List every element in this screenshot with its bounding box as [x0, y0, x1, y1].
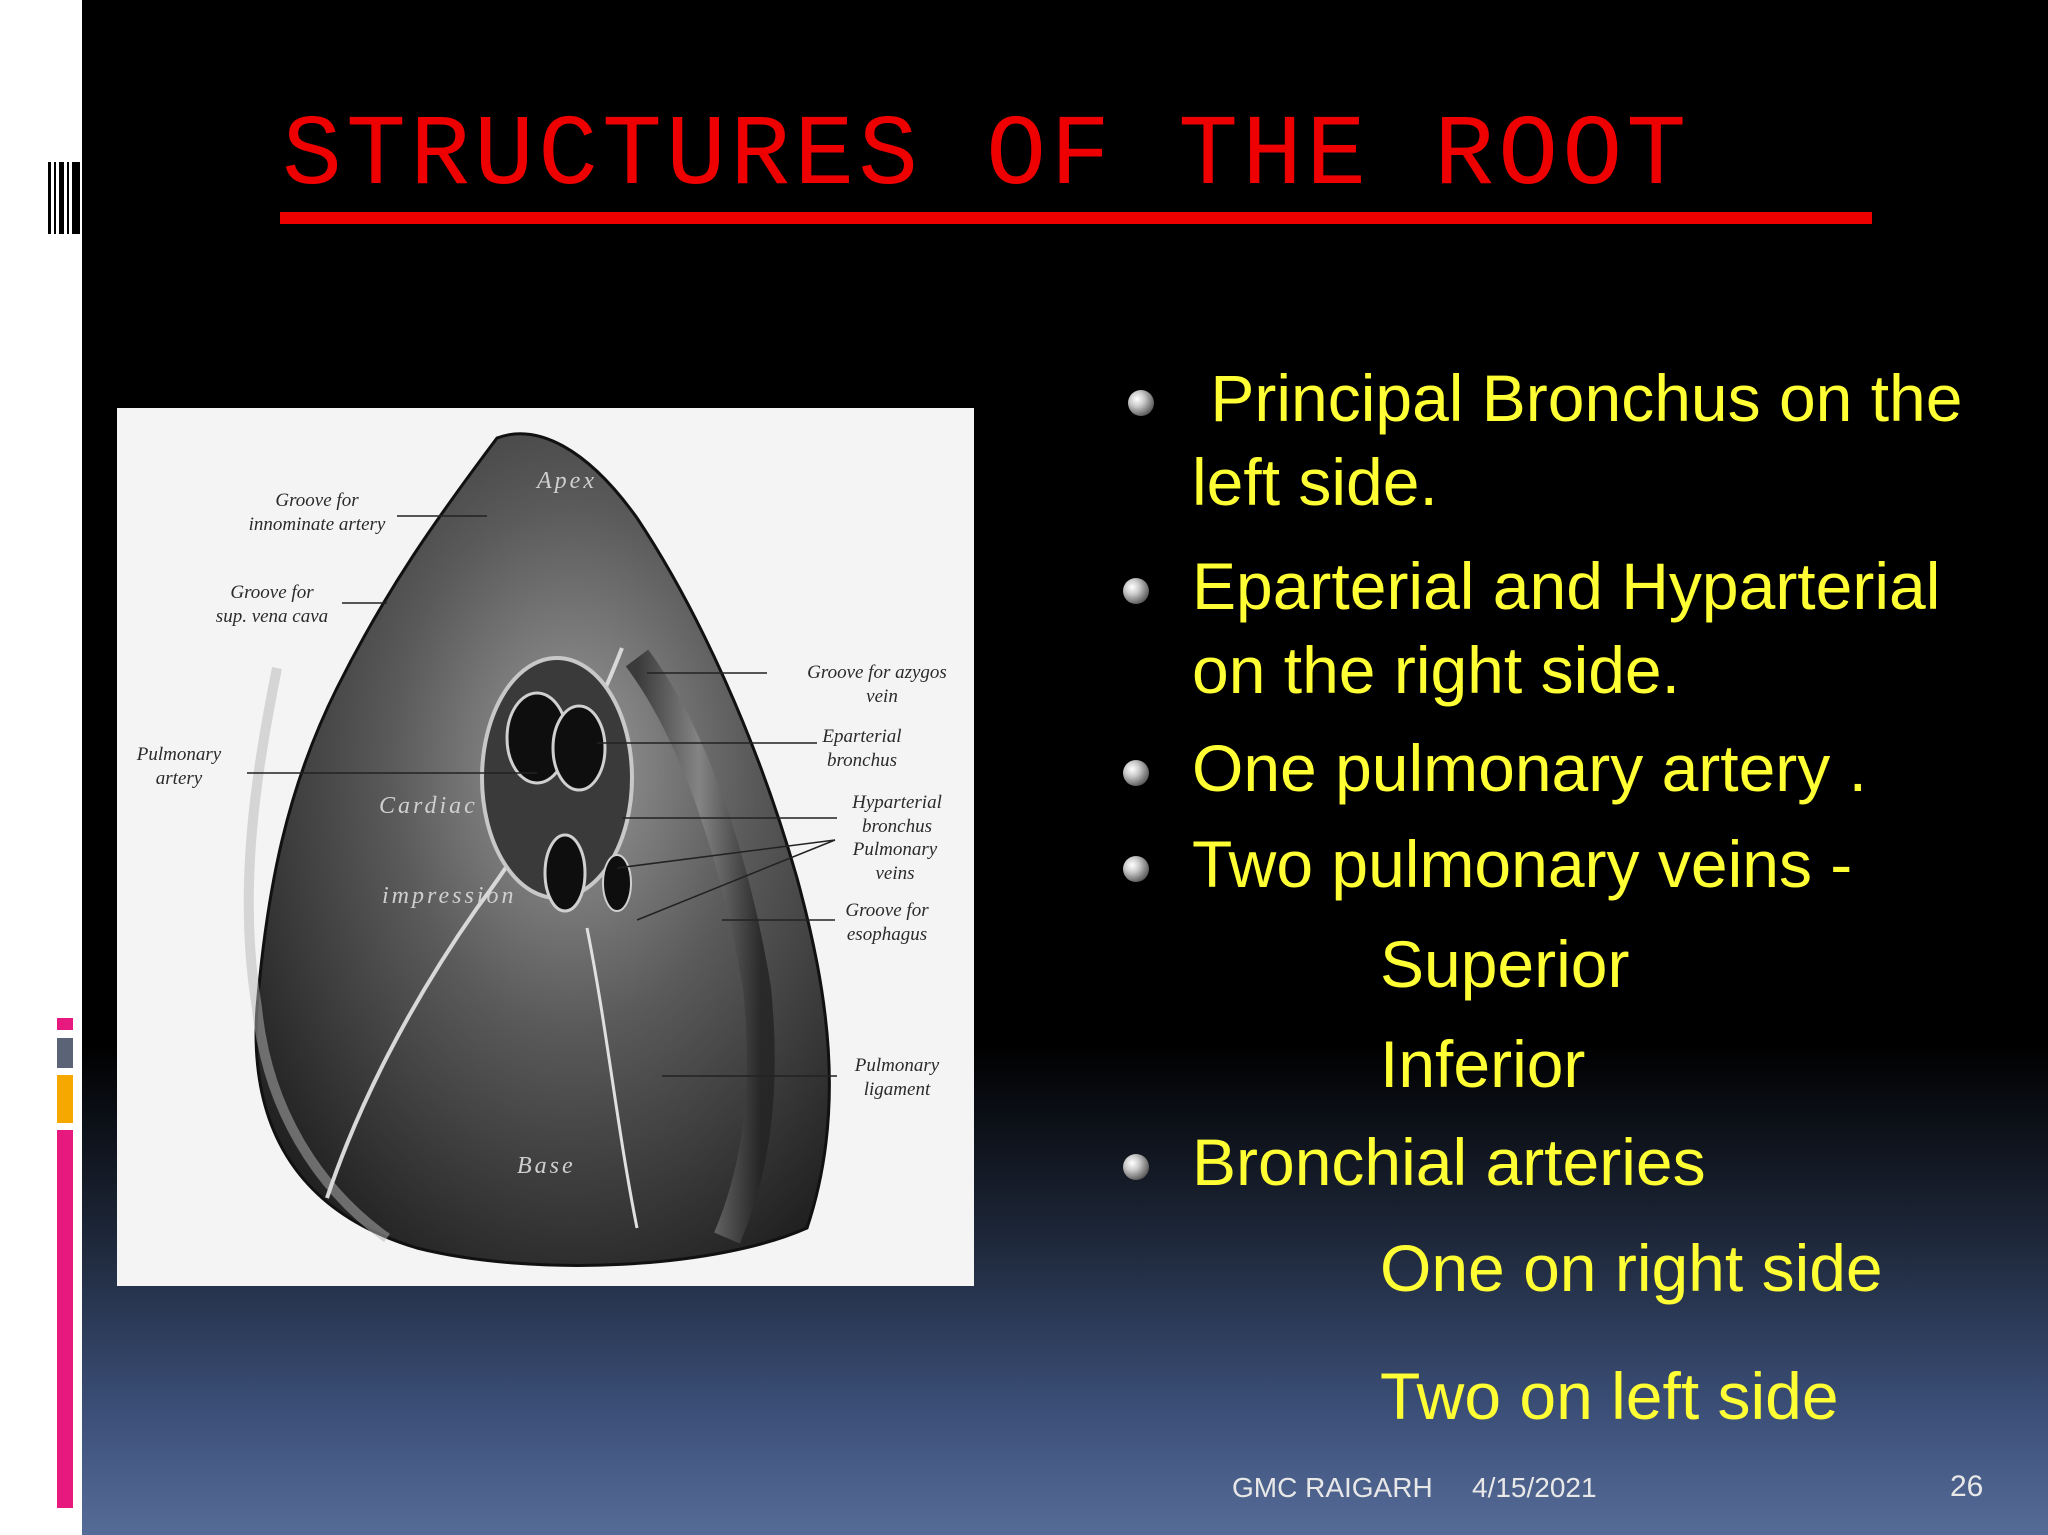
accent-bar-pink: [57, 1130, 73, 1508]
footer-org: GMC RAIGARH: [1232, 1472, 1433, 1503]
label-groove-esophagus-1: Groove for: [845, 900, 929, 921]
accent-bar-pink-small: [57, 1018, 73, 1030]
footer-date: 4/15/2021: [1472, 1472, 1597, 1503]
label-pulm-ligament-2: ligament: [864, 1079, 931, 1100]
label-hyparterial-2: bronchus: [862, 816, 932, 837]
bullet-2-line-1: Eparterial and Hyparterial: [1192, 549, 1941, 623]
accent-bar-gray: [57, 1038, 73, 1068]
label-eparterial-2: bronchus: [827, 750, 897, 771]
label-pulm-veins-2: veins: [875, 863, 914, 884]
label-groove-esophagus-2: esophagus: [847, 924, 927, 945]
bullet-5: Bronchial arteries: [1192, 1125, 1706, 1199]
label-groove-innominate-1: Groove for: [275, 490, 359, 511]
bullet-icon: [1128, 390, 1154, 416]
bullet-1-line-2: left side.: [1192, 445, 1438, 519]
bullet-icon: [1123, 1154, 1149, 1180]
slide-title: STRUCTURES OF THE ROOT: [282, 101, 1691, 214]
bullet-3: One pulmonary artery .: [1192, 731, 1867, 805]
subitem-two-left: Two on left side: [1380, 1359, 1839, 1433]
label-eparterial-1: Eparterial: [821, 726, 901, 747]
label-groove-azygos-1: Groove for azygos: [807, 662, 947, 683]
label-pulm-ligament-1: Pulmonary: [854, 1055, 940, 1076]
bullet-icon: [1123, 856, 1149, 882]
bullet-2-line-2: on the right side.: [1192, 633, 1680, 707]
label-base: Base: [517, 1153, 576, 1179]
label-pulmonary-artery-2: artery: [156, 768, 203, 789]
lung-anatomy-figure: Groove for innominate artery Groove for …: [117, 408, 974, 1286]
label-apex: Apex: [535, 468, 597, 494]
slide: STRUCTURES OF THE ROOT: [82, 0, 2048, 1535]
label-groove-azygos-2: vein: [866, 686, 898, 707]
bullet-1-line-1: Principal Bronchus on the: [1192, 361, 1963, 435]
subitem-one-right: One on right side: [1380, 1231, 1883, 1305]
bullet-icon: [1123, 760, 1149, 786]
slide-number: 26: [1950, 1470, 1984, 1503]
bullet-icon: [1123, 578, 1149, 604]
subitem-superior: Superior: [1380, 927, 1630, 1001]
label-groove-innominate-2: innominate artery: [249, 514, 386, 535]
label-pulm-veins-1: Pulmonary: [852, 839, 938, 860]
label-cardiac: Cardiac: [379, 793, 478, 819]
subitem-inferior: Inferior: [1380, 1027, 1586, 1101]
lung-illustration: Groove for innominate artery Groove for …: [136, 432, 947, 1267]
label-groove-svc-2: sup. vena cava: [216, 606, 328, 627]
label-impression: impression: [382, 883, 516, 909]
title-underline: [280, 212, 1872, 224]
decorative-lines: [48, 162, 80, 234]
accent-bar-orange: [57, 1075, 73, 1123]
bullet-4: Two pulmonary veins -: [1192, 827, 1853, 901]
label-groove-svc-1: Groove for: [230, 582, 314, 603]
label-hyparterial-1: Hyparterial: [851, 792, 942, 813]
left-margin-strip: [0, 0, 82, 1535]
label-pulmonary-artery-1: Pulmonary: [136, 744, 222, 765]
